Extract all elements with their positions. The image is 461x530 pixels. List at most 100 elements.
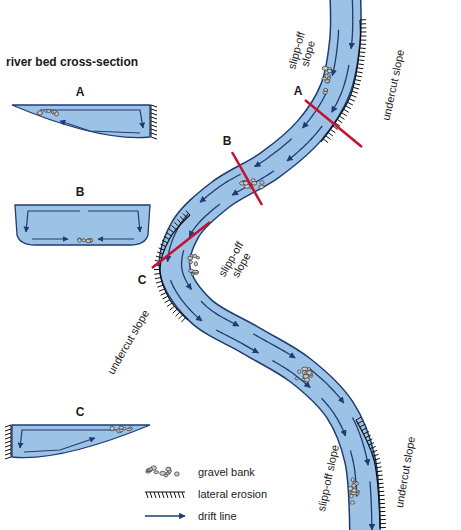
gravel-stone	[174, 472, 179, 476]
gravel-stone	[86, 239, 91, 242]
cross-section-c	[12, 425, 150, 458]
legend-text: lateral erosion	[198, 488, 267, 500]
slope-label: undercut slope	[393, 435, 417, 508]
drift-line	[60, 121, 140, 133]
gravel-stone	[325, 80, 330, 83]
gravel-stone	[194, 262, 197, 266]
gravel-bank	[295, 367, 313, 382]
drift-line	[32, 238, 68, 239]
drift-line	[24, 438, 95, 452]
section-letter: B	[76, 186, 85, 199]
drift-line	[353, 417, 369, 465]
drift-line	[171, 280, 202, 321]
slope-label: undercut slope	[105, 308, 152, 377]
gravel-stone	[307, 371, 312, 375]
gravel-stone	[164, 474, 167, 477]
drift-line	[255, 139, 292, 167]
cross-section-a	[12, 105, 150, 138]
section-heading: river bed cross-section	[6, 56, 138, 69]
gravel-bank	[188, 254, 200, 275]
gravel-stone	[166, 467, 171, 471]
section-letter: C	[76, 406, 85, 419]
gravel-stone	[154, 471, 159, 474]
gravel-stone	[119, 426, 123, 429]
lateral-erosion	[160, 215, 190, 320]
lateral-erosion-ticks	[356, 417, 386, 528]
gravel-stone	[351, 492, 357, 495]
gravel-stone	[251, 179, 255, 182]
gravel-stone	[350, 501, 355, 504]
gravel-stone	[193, 270, 199, 273]
drift-line	[88, 211, 140, 232]
gravel-stone	[351, 478, 354, 482]
gravel-bank	[110, 426, 132, 433]
slope-label: slipp-off slope	[213, 233, 260, 290]
slope-label: slipp-off slope	[284, 24, 321, 80]
drift-line-sample	[145, 515, 185, 516]
drift-line	[216, 330, 258, 353]
section-letter: C	[138, 274, 147, 287]
drift-line	[40, 110, 143, 128]
lateral-erosion	[151, 105, 157, 139]
section-letter: B	[223, 135, 232, 148]
gravel-stone	[348, 486, 352, 490]
section-letter: A	[76, 86, 85, 99]
river-outline	[175, 0, 365, 530]
gravel-stone	[189, 261, 193, 264]
drift-line	[308, 368, 343, 403]
gravel-bank	[348, 478, 359, 504]
legend-text: drift line	[198, 510, 237, 522]
gravel-stone	[110, 426, 114, 430]
gravel-stone	[322, 66, 328, 70]
section-line	[305, 100, 362, 147]
gravel-bank	[37, 110, 59, 116]
drift-line	[351, 0, 353, 49]
lateral-erosion-sample	[145, 492, 185, 498]
lateral-erosion	[321, 20, 360, 142]
drift-line	[287, 126, 322, 161]
slope-label: undercut slope	[380, 48, 407, 121]
gravel-bank	[322, 66, 332, 94]
gravel-stone	[37, 112, 43, 114]
legend-text: gravel bank	[198, 466, 255, 478]
gravel-stone	[302, 367, 308, 371]
gravel-stone	[305, 378, 310, 382]
gravel-stone	[260, 181, 264, 184]
drift-line	[26, 211, 80, 232]
slope-label: slipp-off slope	[315, 444, 341, 513]
drift-line	[321, 398, 345, 436]
section-line	[152, 222, 210, 268]
drift-line	[20, 430, 120, 448]
lateral-erosion	[5, 425, 11, 459]
drift-line	[272, 361, 310, 388]
drift-line	[370, 481, 372, 529]
gravel-stone	[82, 239, 85, 242]
gravel-stone	[47, 110, 51, 113]
lateral-erosion-ticks	[323, 20, 366, 143]
river-water	[175, 0, 365, 530]
gravel-stone	[53, 110, 56, 113]
drift-line	[200, 174, 241, 202]
gravel-stone	[327, 69, 332, 72]
drift-line	[253, 334, 295, 358]
gravel-stone	[119, 429, 123, 432]
gravel-stone	[196, 257, 199, 259]
gravel-stone	[127, 428, 132, 431]
drift-line	[332, 30, 338, 76]
gravel-stone	[78, 238, 81, 242]
drift-line	[189, 204, 219, 237]
gravel-stone	[38, 111, 43, 115]
gravel-stone	[148, 468, 152, 471]
gravel-stone	[149, 468, 152, 471]
drift-line	[98, 238, 134, 239]
drift-line	[201, 301, 239, 326]
gravel-stone	[352, 484, 356, 487]
gravel-bank	[77, 238, 92, 243]
section-letter: A	[294, 85, 303, 98]
gravel-bank	[146, 466, 179, 477]
gravel-stone	[298, 370, 301, 374]
gravel-stone	[295, 377, 298, 380]
gravel-stone	[323, 89, 327, 92]
gravel-stone	[259, 185, 264, 189]
